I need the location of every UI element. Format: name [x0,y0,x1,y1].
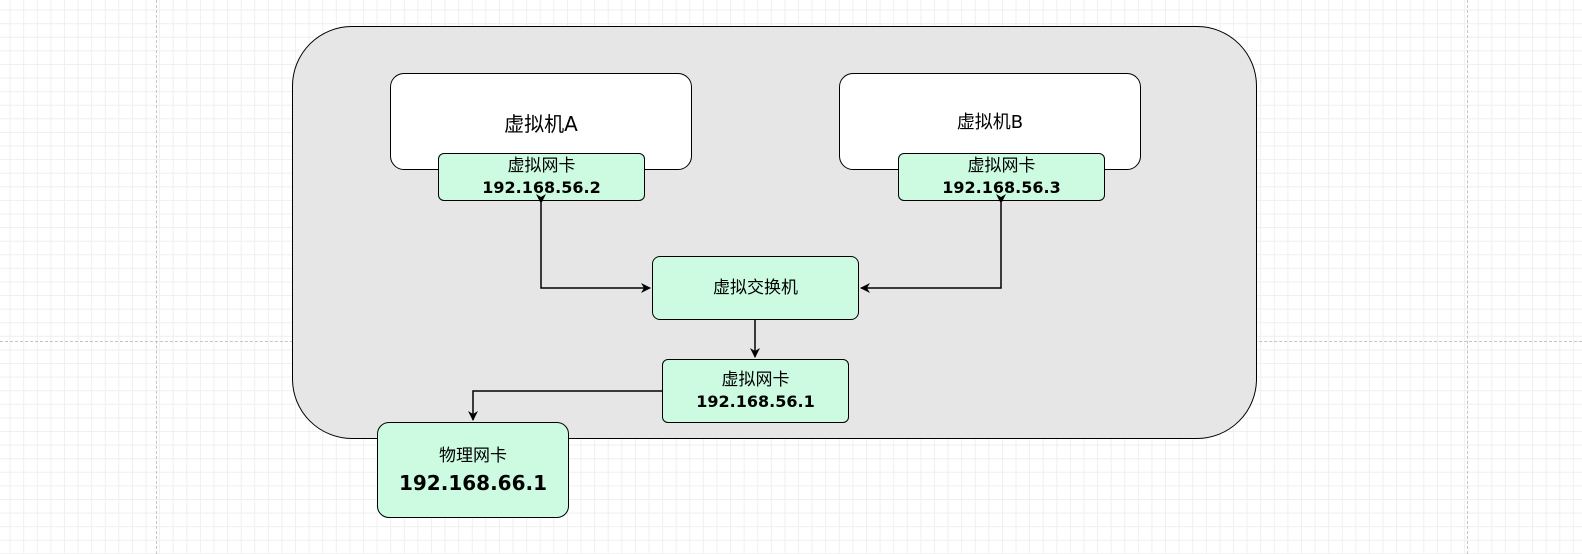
vm-a-nic-label: 虚拟网卡 [507,156,576,176]
vm-b-nic-label: 虚拟网卡 [967,156,1036,176]
vm-a-virtual-nic[interactable]: 虚拟网卡 192.168.56.2 [438,153,645,201]
host-nic-ip: 192.168.56.1 [696,392,815,411]
host-nic-label: 虚拟网卡 [721,370,790,390]
vm-a-nic-ip: 192.168.56.2 [482,178,601,197]
guide-line-vertical-right [1467,0,1468,554]
vm-b-nic-ip: 192.168.56.3 [942,178,1061,197]
host-virtual-nic[interactable]: 虚拟网卡 192.168.56.1 [662,359,849,423]
vm-a-title: 虚拟机A [504,112,578,136]
vm-b-virtual-nic[interactable]: 虚拟网卡 192.168.56.3 [898,153,1105,201]
physical-nic-node[interactable]: 物理网卡 192.168.66.1 [377,422,569,518]
virtual-switch-label: 虚拟交换机 [713,278,798,298]
vm-b-title: 虚拟机B [956,112,1024,133]
physical-nic-ip: 192.168.66.1 [398,471,548,495]
physical-nic-label: 物理网卡 [439,446,507,466]
guide-line-vertical-left [156,0,157,554]
virtual-switch-node[interactable]: 虚拟交换机 [652,256,859,320]
